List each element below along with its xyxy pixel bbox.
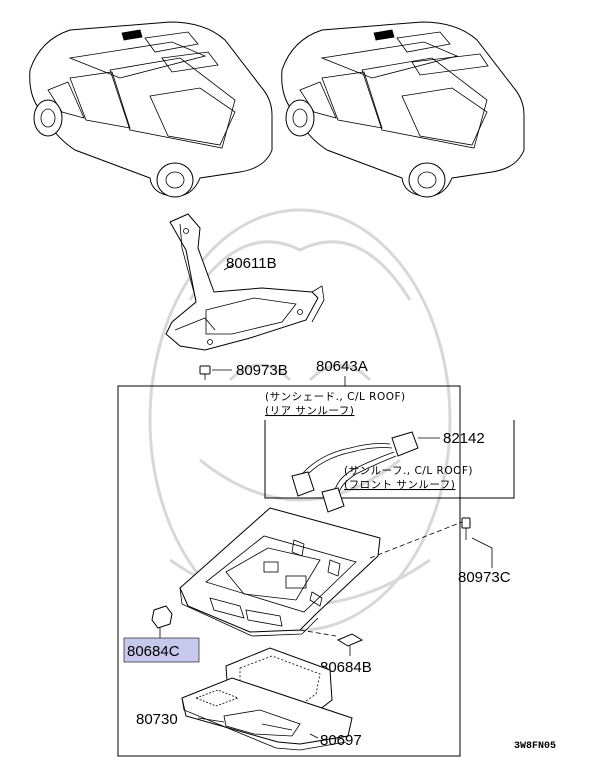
leader-80730 [197, 717, 225, 723]
vehicle-left-illustration [29, 21, 273, 198]
label-80973b: 80973B [236, 362, 288, 379]
diagram-code: 3W8FN05 [514, 741, 556, 752]
dashed-guide-screw [369, 521, 463, 559]
dashed-guide-clip [299, 629, 337, 637]
harness-frame [264, 420, 515, 499]
label-80973c: 80973C [458, 569, 511, 586]
label-80730: 80730 [136, 711, 178, 728]
clip-80684b-icon [336, 633, 364, 656]
label-80684c[interactable]: 80684C [127, 643, 180, 660]
label-80684b: 80684B [320, 659, 372, 676]
leader-80697 [309, 733, 319, 739]
note-front-line1: (サンルーフ., C/L ROOF) [344, 465, 473, 477]
label-82142: 82142 [443, 430, 485, 447]
assembly-frame [117, 385, 461, 757]
note-rear-line2: (リア サンルーフ) [265, 405, 354, 417]
label-80611b: 80611B [226, 255, 277, 272]
label-80697: 80697 [320, 732, 362, 749]
note-front-line2: (フロント サンルーフ) [344, 479, 455, 491]
screw-80973c-icon [461, 517, 493, 568]
bracket-80611b-illustration [165, 213, 325, 351]
note-rear-line1: (サンシェード., C/L ROOF) [265, 391, 406, 403]
lens-frame-80730-illustration [181, 677, 353, 751]
label-80643a: 80643A [316, 358, 368, 375]
clip-80684c-icon [151, 605, 173, 638]
highlight-80684c[interactable] [123, 637, 200, 663]
harness-82142-illustration [291, 431, 440, 513]
vehicle-right-illustration [281, 21, 525, 198]
lamp-assembly-illustration [179, 507, 381, 637]
screw-80973b-icon [199, 365, 232, 380]
